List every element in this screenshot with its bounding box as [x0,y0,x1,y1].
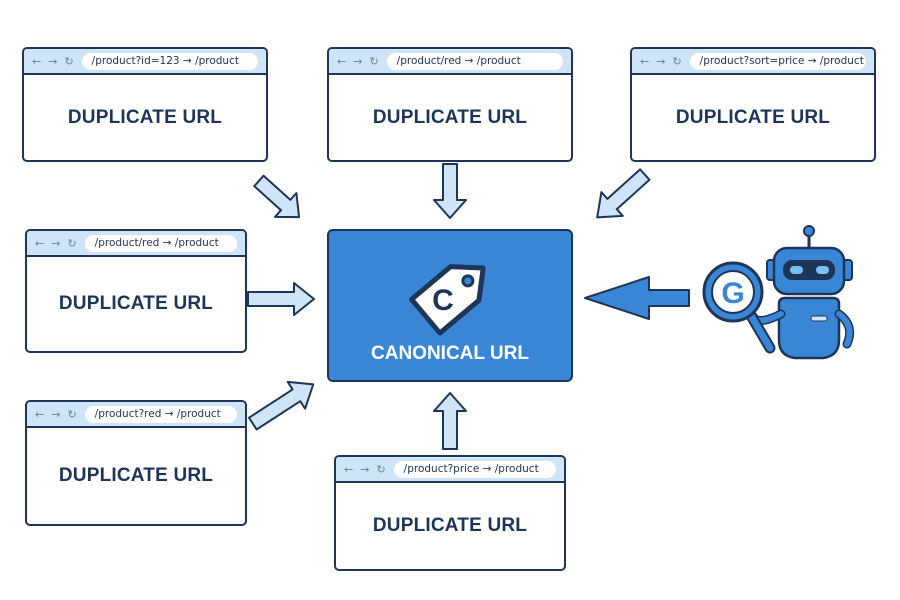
address-bar[interactable]: /product?id=123 → /product [81,52,258,70]
robot-icon: G [702,225,855,360]
back-arrow-icon[interactable]: ← [344,462,354,476]
forward-arrow-icon[interactable]: → [48,54,58,68]
duplicate-url-label: DUPLICATE URL [675,106,831,128]
duplicate-url-label: DUPLICATE URL [372,515,528,536]
reload-icon[interactable]: ↻ [369,54,379,68]
forward-arrow-icon[interactable]: → [656,54,666,68]
nav-buttons: ← → ↻ [35,237,77,250]
reload-icon[interactable]: ↻ [672,54,682,68]
duplicate-url-label: DUPLICATE URL [372,106,528,128]
duplicate-url-label: DUPLICATE URL [58,293,214,314]
browser-bar: ← → ↻ /product/red → /product [27,231,245,257]
arrow-top-right [596,168,651,219]
arrow-crawler-to-canonical [584,276,690,320]
browser-bar: ← → ↻ /product?id=123 → /product [24,49,266,75]
browser-bar: ← → ↻ /product?sort=price → /product [632,49,874,75]
duplicate-window-top-center: ← → ↻ /product/red → /product DUPLICATE … [327,47,573,162]
duplicate-url-label: DUPLICATE URL [58,465,214,486]
forward-arrow-icon[interactable]: → [51,236,61,250]
canonical-url-box: C CANONICAL URL [327,229,573,382]
arrow-bottom-center [433,392,467,450]
browser-bar: ← → ↻ /product?price → /product [336,457,564,483]
forward-arrow-icon[interactable]: → [353,54,363,68]
duplicate-url-label: DUPLICATE URL [67,106,223,128]
tag-letter: C [432,284,454,317]
search-engine-badge: G [721,277,744,310]
back-arrow-icon[interactable]: ← [32,54,42,68]
nav-buttons: ← → ↻ [35,408,77,421]
arrow-bottom-left [247,380,315,431]
address-bar[interactable]: /product/red → /product [84,234,237,252]
address-bar[interactable]: /product?price → /product [393,460,556,478]
price-tag-icon: C [409,264,486,336]
duplicate-window-middle-left: ← → ↻ /product/red → /product DUPLICATE … [25,229,247,353]
address-bar[interactable]: /product/red → /product [386,52,563,70]
back-arrow-icon[interactable]: ← [337,54,347,68]
nav-buttons: ← → ↻ [32,55,74,68]
reload-icon[interactable]: ↻ [376,462,386,476]
duplicate-window-top-left: ← → ↻ /product?id=123 → /product DUPLICA… [22,47,268,162]
magnifier-icon: G [702,261,776,354]
reload-icon[interactable]: ↻ [67,407,77,421]
browser-bar: ← → ↻ /product/red → /product [329,49,571,75]
duplicate-window-bottom-left: ← → ↻ /product?red → /product DUPLICATE … [25,400,247,526]
duplicate-window-bottom-center: ← → ↻ /product?price → /product DUPLICAT… [334,455,566,571]
reload-icon[interactable]: ↻ [67,236,77,250]
forward-arrow-icon[interactable]: → [360,462,370,476]
reload-icon[interactable]: ↻ [64,54,74,68]
nav-buttons: ← → ↻ [640,55,682,68]
arrow-top-center [433,163,467,219]
back-arrow-icon[interactable]: ← [35,236,45,250]
address-bar[interactable]: /product?red → /product [84,405,237,423]
nav-buttons: ← → ↻ [344,463,386,476]
nav-buttons: ← → ↻ [337,55,379,68]
address-bar[interactable]: /product?sort=price → /product [689,52,866,70]
back-arrow-icon[interactable]: ← [640,54,650,68]
arrow-middle-left [247,282,315,316]
back-arrow-icon[interactable]: ← [35,407,45,421]
canonical-url-label: CANONICAL URL [371,343,529,364]
forward-arrow-icon[interactable]: → [51,407,61,421]
arrow-top-left [253,174,301,219]
duplicate-window-top-right: ← → ↻ /product?sort=price → /product DUP… [630,47,876,162]
browser-bar: ← → ↻ /product?red → /product [27,402,245,428]
